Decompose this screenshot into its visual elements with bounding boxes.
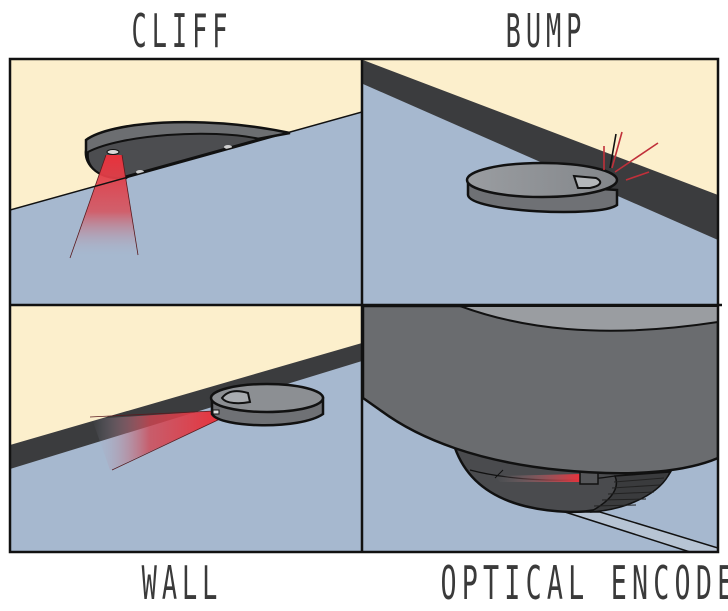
wall-sensor-beam bbox=[92, 411, 220, 470]
panel-cliff bbox=[10, 59, 362, 305]
cliff-sensor-icon bbox=[106, 149, 120, 155]
panel-optical-encoder bbox=[363, 306, 718, 552]
encoder-beam bbox=[495, 474, 580, 482]
wall-sensor-icon bbox=[212, 409, 220, 415]
cliff-sensor-beam bbox=[70, 155, 138, 258]
bumper-indicator-icon bbox=[220, 390, 252, 405]
baseboard bbox=[10, 343, 362, 469]
panel-bump bbox=[363, 59, 718, 305]
bumper-indicator-icon bbox=[572, 174, 602, 189]
panel-frame bbox=[8, 57, 722, 554]
panel-wall bbox=[10, 306, 362, 552]
panel-label-cliff: CLIFF bbox=[131, 4, 233, 58]
robot-vacuum bbox=[363, 306, 718, 475]
baseboard bbox=[363, 60, 718, 240]
panel-label-wall: WALL bbox=[141, 556, 223, 610]
robot-vacuum bbox=[84, 120, 291, 180]
panel-label-bump: BUMP bbox=[505, 4, 587, 58]
robot-vacuum bbox=[209, 382, 325, 427]
impact-lines-icon bbox=[603, 131, 659, 181]
ledge-edge bbox=[10, 111, 362, 211]
robot-vacuum bbox=[465, 161, 619, 214]
